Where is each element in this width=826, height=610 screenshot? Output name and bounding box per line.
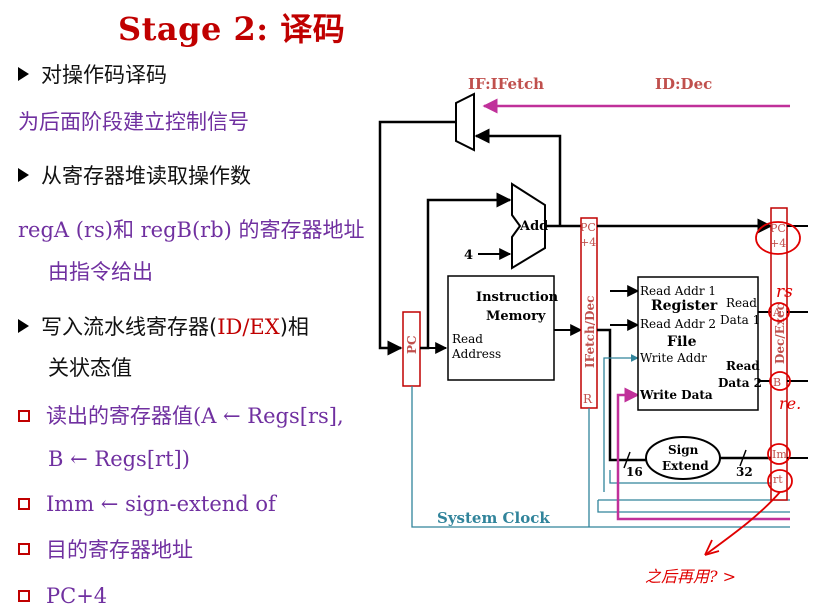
write-addr-wire	[603, 354, 639, 492]
ifdec-r: R	[583, 392, 593, 406]
bullet-text: 对操作码译码	[41, 63, 167, 87]
circle-imm	[767, 443, 791, 465]
imem-port-1: Read	[452, 332, 483, 346]
instruction-memory	[447, 275, 555, 381]
imem-title-2: Memory	[486, 309, 546, 324]
decexec-a: A	[772, 306, 782, 319]
square-bullet-icon	[18, 409, 30, 422]
rf-read-addr1: Read Addr 1	[640, 284, 716, 298]
handwritten-re: re.	[779, 394, 801, 413]
square-bullet-icon	[18, 589, 30, 602]
register-file	[637, 276, 759, 411]
sign-extend-2: Extend	[662, 459, 709, 473]
bullet-text: 目的寄存器地址	[46, 538, 193, 562]
handwritten-bottom: 之后再用? >	[645, 567, 736, 586]
arrow-bullet-icon	[18, 67, 29, 81]
slide-title: Stage 2: 译码	[118, 10, 346, 48]
bullet-text: PC+4	[46, 584, 108, 608]
arrow-bullet-icon	[18, 168, 29, 182]
sign-extend-1: Sign	[668, 443, 699, 457]
sub-bullet-read-values: 读出的寄存器值(A ← Regs[rs],	[18, 402, 344, 430]
decexec-pc4-1: PC	[770, 222, 786, 235]
system-clock-label: System Clock	[437, 509, 550, 527]
sign-in-tick	[623, 451, 631, 469]
rf-read-data1-1: Read	[726, 296, 757, 310]
sign-out-tick	[739, 449, 747, 467]
system-clock-wire	[411, 386, 790, 528]
decexec-name: Dec/Exec	[773, 303, 787, 364]
bullet-text-tail: )相	[279, 315, 309, 339]
add-label: Add	[519, 219, 548, 234]
id-ex-label: ID/EX	[217, 315, 280, 339]
square-bullet-icon	[18, 497, 30, 510]
bullet-text: 写入流水线寄存器(	[41, 315, 218, 339]
square-bullet-icon	[18, 543, 30, 555]
rf-read-data2-1: Read	[726, 359, 760, 373]
pc-register-label: PC	[405, 335, 419, 354]
annotation-arrowhead	[704, 539, 720, 556]
handwritten-annotations	[704, 221, 801, 556]
decexec-pc4-2: +4	[770, 237, 786, 250]
stage-label-fetch: IF:IFetch	[468, 75, 544, 93]
arrow-bullet-icon	[18, 319, 29, 333]
bullet-decode-opcode: 对操作码译码	[18, 61, 167, 89]
sub-bullet-imm: Imm ← sign-extend of	[18, 490, 276, 518]
subtext-register-address-line2: 由指令给出	[48, 260, 153, 284]
imem-port-2: Address	[451, 347, 501, 361]
ifdec-name: IFetch/Dec	[583, 296, 597, 368]
subtext-control-signals: 为后面阶段建立控制信号	[18, 110, 249, 134]
circle-pc4	[755, 221, 801, 255]
rf-write-data: Write Data	[639, 388, 713, 402]
ifdec-pc4-1: PC	[580, 221, 596, 234]
rf-read-data1-2: Data 1	[720, 313, 760, 327]
annotation-arrow	[704, 491, 781, 556]
decexec-register	[770, 207, 788, 501]
write-data-wire	[616, 387, 790, 521]
clock-tap-3	[597, 500, 790, 513]
bullet-read-registers: 从寄存器堆读取操作数	[18, 162, 251, 190]
rf-write-addr: Write Addr	[640, 351, 707, 365]
rf-read-addr2: Read Addr 2	[640, 317, 716, 331]
add-unit	[511, 182, 546, 270]
subtext-register-address: regA (rs)和 regB(rb) 的寄存器地址	[18, 218, 365, 242]
mux-to-pc-wire	[378, 120, 456, 356]
instr-bus	[597, 328, 648, 462]
decexec-b: B	[773, 376, 781, 389]
const-four: 4	[464, 248, 473, 263]
circle-a	[768, 302, 790, 322]
sub-bullet-read-values-line2: B ← Regs[rt])	[48, 447, 190, 471]
sub-bullet-pc4: PC+4	[18, 582, 107, 610]
stage-label-decode: ID:Dec	[655, 75, 712, 93]
decexec-imm: Im	[772, 448, 787, 461]
imem-title-1: Instruction	[476, 290, 559, 305]
sub-bullet-dest-register: 目的寄存器地址	[18, 536, 193, 564]
circle-b	[769, 371, 791, 391]
sign-in-width: 16	[626, 465, 643, 479]
bullet-text: 从寄存器堆读取操作数	[41, 164, 251, 188]
rf-read-data2-2: Data 2	[718, 376, 762, 390]
add-to-mux-wire	[474, 128, 562, 226]
handwritten-rs: rs	[776, 282, 793, 302]
ifdec-pc4-2: +4	[580, 236, 596, 249]
bullet-write-pipeline-register: 写入流水线寄存器(ID/EX)相	[18, 313, 309, 341]
sign-out-width: 32	[736, 465, 753, 479]
rt-forward-wire	[609, 470, 771, 484]
bullet-text: 读出的寄存器值(A ← Regs[rs],	[46, 404, 344, 428]
rf-title-2: File	[667, 334, 697, 350]
bullet-write-pipeline-register-line2: 关状态值	[48, 356, 132, 380]
pc-mux	[455, 92, 475, 152]
decexec-rt: rt	[773, 473, 783, 486]
rf-title-1: Register	[651, 298, 718, 314]
bullet-text: Imm ← sign-extend of	[46, 492, 276, 516]
